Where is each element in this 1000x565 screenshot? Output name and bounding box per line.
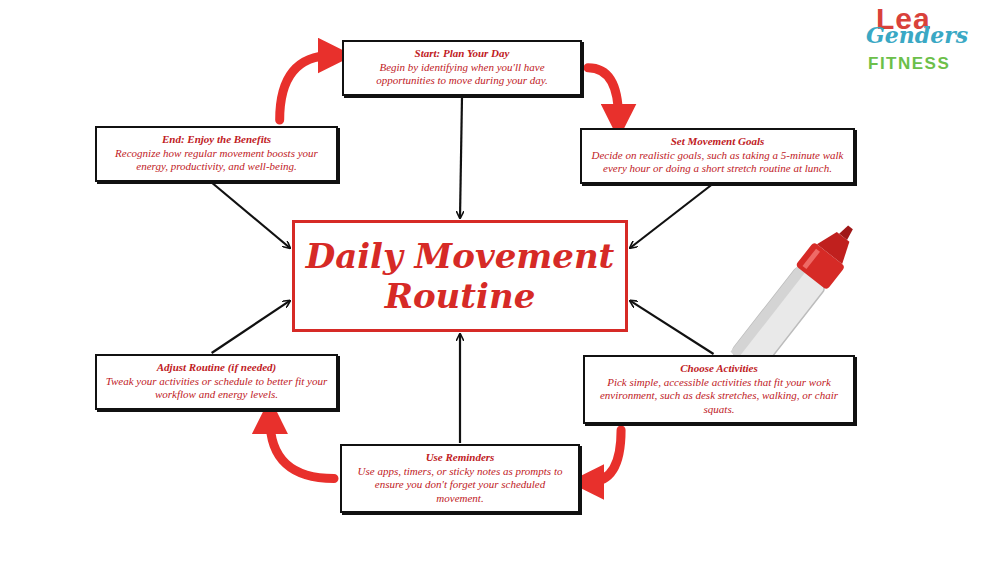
step-text: Pick simple, accessible activities that … <box>593 376 845 417</box>
step-text: Decide on realistic goals, such as takin… <box>590 149 845 176</box>
step-box: Adjust Routine (if needed)Tweak your act… <box>95 354 338 410</box>
connector-arrow <box>459 334 461 443</box>
step-box: Set Movement GoalsDecide on realistic go… <box>580 128 855 184</box>
step-text: Recognize how regular movement boosts yo… <box>105 147 328 174</box>
logo-text: Genders <box>866 22 968 48</box>
step-heading: End: Enjoy the Benefits <box>105 133 328 147</box>
connector-arrow <box>212 183 290 249</box>
cycle-arrow <box>280 56 332 120</box>
title-box: Daily Movement Routine <box>292 220 628 332</box>
step-heading: Set Movement Goals <box>590 135 845 149</box>
step-heading: Use Reminders <box>350 451 570 465</box>
marker-tip <box>839 224 854 240</box>
connector-arrow <box>630 185 712 249</box>
marker-highlight <box>803 249 820 269</box>
red-marker <box>729 215 866 375</box>
step-text: Use apps, timers, or sticky notes as pro… <box>350 465 570 506</box>
connector-arrow <box>212 301 290 353</box>
cycle-arrow <box>270 420 334 479</box>
title-text: Daily Movement Routine <box>303 236 617 316</box>
step-heading: Choose Activities <box>593 362 845 376</box>
step-box: End: Enjoy the BenefitsRecognize how reg… <box>95 126 338 182</box>
step-box: Use RemindersUse apps, timers, or sticky… <box>340 444 580 513</box>
connector-arrow <box>460 97 462 219</box>
marker-shade <box>730 265 806 358</box>
cycle-arrow <box>590 430 621 482</box>
cycle-arrow <box>588 68 619 118</box>
step-box: Start: Plan Your DayBegin by identifying… <box>342 40 582 96</box>
logo-text: FITNESS <box>868 54 950 74</box>
step-box: Choose ActivitiesPick simple, accessible… <box>583 355 855 424</box>
step-heading: Adjust Routine (if needed) <box>105 361 328 375</box>
step-heading: Start: Plan Your Day <box>352 47 572 61</box>
step-text: Begin by identifying when you'll have op… <box>352 61 572 88</box>
connector-arrow <box>630 301 714 354</box>
step-text: Tweak your activities or schedule to bet… <box>105 375 328 402</box>
